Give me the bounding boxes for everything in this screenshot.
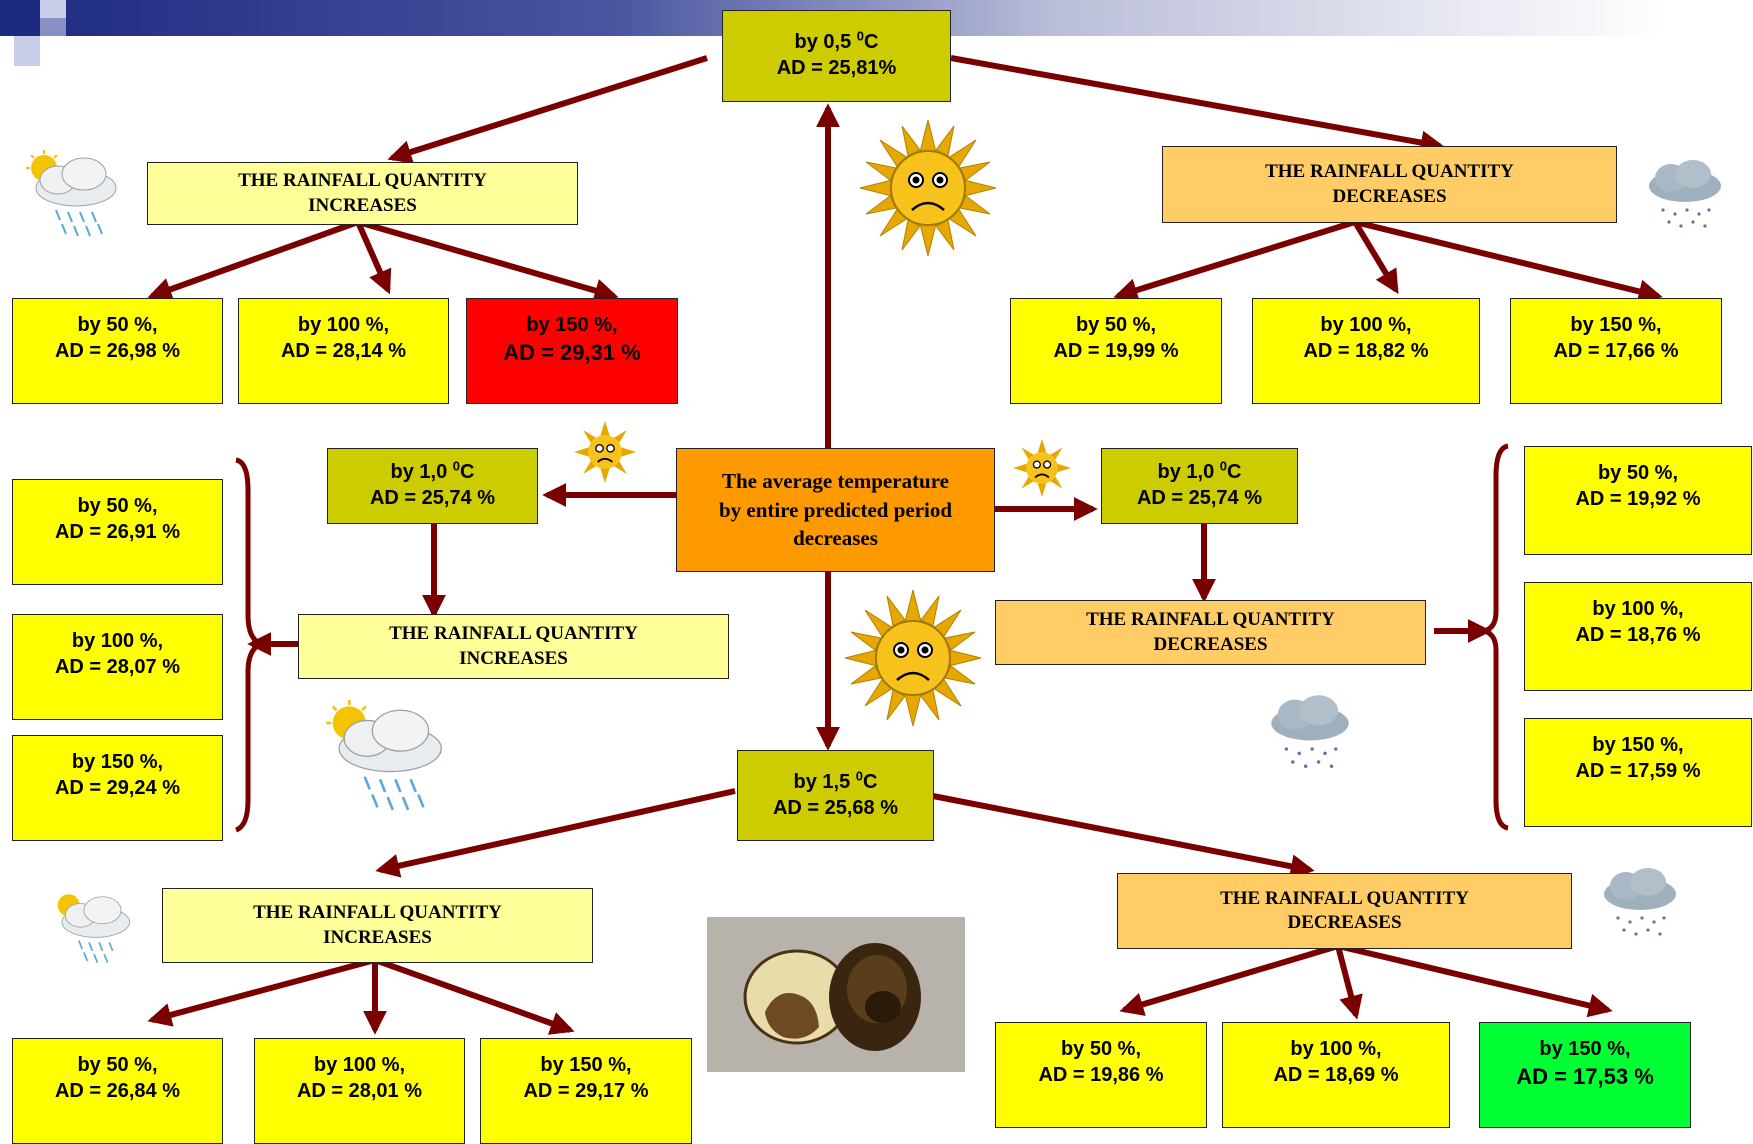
- rain-decreases-top: THE RAINFALL QUANTITY DECREASES: [1162, 146, 1617, 223]
- result-box: by 100 %,AD = 18,69 %: [1222, 1022, 1450, 1128]
- result-box: by 50 %,AD = 19,92 %: [1524, 446, 1752, 555]
- center-line1: The average temperature: [721, 469, 950, 494]
- sad-sun-icon: [844, 589, 982, 727]
- result-box: by 50 %,AD = 19,86 %: [995, 1022, 1207, 1128]
- result-box: by 150 %,AD = 17,66 %: [1510, 298, 1722, 404]
- result-box-highest: by 150 %,AD = 29,31 %: [466, 298, 678, 404]
- temp-line1: by 0,5 0C: [794, 28, 879, 54]
- arrow-botdec-r1: [1119, 943, 1339, 1016]
- decor-square: [14, 36, 40, 66]
- rain-decreases-mid: THE RAINFALL QUANTITY DECREASES: [995, 600, 1426, 665]
- result-box: by 150 %,AD = 17,59 %: [1524, 718, 1752, 827]
- sun-cloud-rain-icon: [57, 894, 130, 963]
- arrow-botinc-r3: [373, 957, 575, 1035]
- center-line2: by entire predicted period: [718, 497, 953, 522]
- center-line3: decreases: [793, 526, 878, 551]
- temp-ad: AD = 25,74 %: [369, 487, 496, 509]
- rain-cloud-icon: [1271, 695, 1349, 768]
- result-box: by 50 %,AD = 26,98 %: [12, 298, 223, 404]
- result-box: by 50 %,AD = 26,84 %: [12, 1038, 223, 1144]
- arrow-t15-to-dec: [932, 793, 1315, 879]
- right-brace: [1483, 443, 1509, 831]
- temp-box-1-5: by 1,5 0C AD = 25,68 %: [737, 750, 934, 841]
- decor-square: [40, 0, 66, 18]
- result-box: by 100 %,AD = 18,76 %: [1524, 582, 1752, 691]
- arrow-botinc-r1: [147, 957, 376, 1027]
- result-box: by 100 %,AD = 28,01 %: [254, 1038, 465, 1144]
- temp-ad: AD = 25,68 %: [772, 796, 899, 819]
- temp-line1: by 1,5 0C: [793, 768, 878, 793]
- arrow-t05-to-inc: [387, 55, 708, 164]
- center-box: The average temperature by entire predic…: [676, 448, 995, 572]
- sun-cloud-rain-icon: [326, 700, 442, 811]
- left-brace: [234, 457, 272, 833]
- temp-ad: AD = 25,74 %: [1136, 487, 1263, 509]
- decor-square: [0, 0, 40, 36]
- arrow-topdec-r2: [1352, 220, 1399, 295]
- rain-cloud-icon: [1649, 160, 1721, 228]
- sad-sun-icon: [859, 119, 997, 257]
- result-box: by 50 %,AD = 26,91 %: [12, 479, 223, 585]
- result-box: by 50 %,AD = 19,99 %: [1010, 298, 1222, 404]
- rain-increases-mid: THE RAINFALL QUANTITY INCREASES: [298, 614, 729, 679]
- arrow-topinc-r3: [357, 219, 619, 303]
- result-box: by 150 %,AD = 29,24 %: [12, 735, 223, 841]
- temp-line1: by 1,0 0C: [390, 458, 475, 484]
- result-box: by 100 %,AD = 28,14 %: [238, 298, 449, 404]
- arrow-t05-to-dec: [950, 55, 1445, 155]
- rain-decreases-bottom: THE RAINFALL QUANTITY DECREASES: [1117, 873, 1572, 949]
- arrow-topdec-r3: [1354, 219, 1663, 304]
- rain-cloud-icon: [1604, 868, 1676, 936]
- result-box: by 100 %,AD = 18,82 %: [1252, 298, 1480, 404]
- decor-square: [40, 18, 66, 36]
- rain-increases-bottom: THE RAINFALL QUANTITY INCREASES: [162, 888, 593, 963]
- result-box: by 100 %,AD = 28,07 %: [12, 614, 223, 720]
- sun-cloud-rain-icon: [26, 150, 117, 237]
- arrow-botdec-r3: [1337, 943, 1613, 1018]
- arrow-botdec-r2: [1335, 945, 1363, 1020]
- arrow-t15-to-inc: [375, 788, 736, 878]
- temp-box-0-5: by 0,5 0C AD = 25,81%: [722, 10, 951, 102]
- rain-increases-top: THE RAINFALL QUANTITY INCREASES: [147, 162, 578, 225]
- result-box: by 150 %,AD = 29,17 %: [480, 1038, 692, 1144]
- temp-box-1-0-right: by 1,0 0C AD = 25,74 %: [1101, 448, 1298, 524]
- potato-photo: [707, 917, 965, 1072]
- temp-box-1-0-left: by 1,0 0C AD = 25,74 %: [327, 448, 538, 524]
- sad-sun-icon: [1012, 438, 1072, 498]
- temp-line1: by 1,0 0C: [1157, 458, 1242, 484]
- arrow-topinc-r2: [355, 220, 392, 295]
- arrow-topdec-r1: [1113, 219, 1356, 302]
- temp-ad: AD = 25,81%: [776, 57, 897, 79]
- arrow-topinc-r1: [147, 219, 360, 301]
- sad-sun-icon: [573, 420, 637, 484]
- result-box-lowest: by 150 %,AD = 17,53 %: [1479, 1022, 1691, 1128]
